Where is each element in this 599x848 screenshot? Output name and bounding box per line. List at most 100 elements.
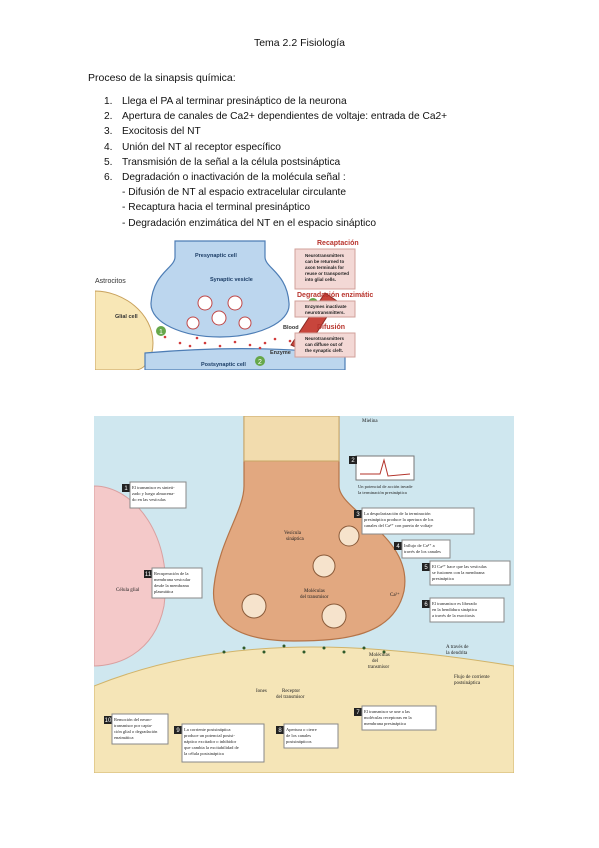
svg-text:se fusionen con la membrana: se fusionen con la membrana xyxy=(432,570,484,575)
substep-item: - Recaptura hacia el terminal presinápti… xyxy=(122,202,310,214)
svg-text:into glial cells.: into glial cells. xyxy=(305,277,336,282)
glial-cell-shape xyxy=(95,290,154,370)
blood-label: Blood xyxy=(283,325,299,331)
synaptic-vesicle xyxy=(338,525,360,547)
synaptic-vesicle xyxy=(312,554,336,578)
svg-text:Moléculas: Moléculas xyxy=(369,653,390,658)
svg-text:moléculas receptoras en la: moléculas receptoras en la xyxy=(364,715,412,720)
step-item: 4.Unión del NT al receptor específico xyxy=(104,141,281,153)
postsynaptic-label: Postsynaptic cell xyxy=(201,362,246,368)
svg-text:presináptica produce la apertu: presináptica produce la apertura de los xyxy=(364,517,434,522)
transmitter-dots xyxy=(222,644,386,654)
svg-text:do en las vesículas: do en las vesículas xyxy=(132,497,166,502)
synaptic-vesicle xyxy=(227,295,243,311)
astrocitos-label: Astrocitos xyxy=(95,278,126,285)
svg-text:zado y luego almacena-: zado y luego almacena- xyxy=(132,491,175,496)
svg-text:sináptica: sináptica xyxy=(286,537,305,542)
num-8: 8 xyxy=(278,728,282,734)
svg-text:del: del xyxy=(372,659,379,664)
svg-text:Moléculas: Moléculas xyxy=(304,589,325,594)
substep-item: - Degradación enzimática del NT en el es… xyxy=(122,217,377,229)
svg-text:axon terminals for: axon terminals for xyxy=(305,265,344,270)
num-7: 7 xyxy=(356,710,360,716)
svg-text:postsináptica: postsináptica xyxy=(454,681,481,686)
synaptic-vesicle xyxy=(186,316,200,330)
svg-text:la terminación presináptica: la terminación presináptica xyxy=(358,490,407,495)
svg-text:transmisor por capta-: transmisor por capta- xyxy=(114,723,153,728)
svg-text:desde la membrana: desde la membrana xyxy=(154,583,189,588)
svg-text:Recuperación de la: Recuperación de la xyxy=(154,571,188,576)
svg-text:Neurotransmitters: Neurotransmitters xyxy=(305,336,345,341)
presynaptic-terminal-shape xyxy=(150,240,290,338)
num-5: 5 xyxy=(424,565,428,571)
synaptic-vesicle xyxy=(321,603,347,629)
svg-text:a través de la exocitosis: a través de la exocitosis xyxy=(432,613,475,618)
svg-text:Apertura o cierre: Apertura o cierre xyxy=(286,727,317,732)
num-10: 10 xyxy=(105,718,112,724)
presynaptic-label: Presynaptic cell xyxy=(195,253,237,259)
svg-text:Un potencial de acción invade: Un potencial de acción invade xyxy=(358,484,412,489)
difusion-title: Difusión xyxy=(317,324,345,331)
chemical-synapse-figure: 1 2 3 4 5 6 7 8 9 10 11 El transmisor es… xyxy=(94,416,514,773)
svg-text:través de los canales: través de los canales xyxy=(404,549,441,554)
svg-text:membrana presináptica: membrana presináptica xyxy=(364,721,406,726)
enzyme-label: Enzyme xyxy=(270,350,291,356)
step-item: 2.Apertura de canales de Ca2+ dependient… xyxy=(104,111,448,123)
action-potential-box xyxy=(355,455,415,481)
svg-text:the synaptic cleft.: the synaptic cleft. xyxy=(305,348,343,353)
svg-text:Vesícula: Vesícula xyxy=(284,531,302,536)
glial-cell-shape xyxy=(94,485,166,667)
svg-text:A través de: A través de xyxy=(446,645,469,650)
synaptic-vesicle xyxy=(211,310,227,326)
num-6: 6 xyxy=(424,602,428,608)
svg-text:del transmisor: del transmisor xyxy=(300,595,329,600)
svg-text:Influjo de Ca²⁺ a: Influjo de Ca²⁺ a xyxy=(404,543,435,548)
recaptacion-title: Recaptación xyxy=(317,240,359,247)
difusion-box: Difusión Neurotransmitters can diffuse o… xyxy=(294,324,356,358)
synaptic-vesicle-label: Synaptic vesicle xyxy=(210,277,253,283)
iones-label: Iones xyxy=(256,689,267,694)
synapse-clearance-figure: 1 2 3 Presynaptic cell Synaptic vesicle … xyxy=(95,240,373,370)
step-item: 1.Llega el PA al terminar presináptico d… xyxy=(104,96,347,107)
substep-list: - Difusión de NT al espacio extracelular… xyxy=(104,185,447,231)
mielina-label: Mielina xyxy=(362,419,378,424)
num-2: 2 xyxy=(351,458,355,464)
svg-text:El transmisor es liberado: El transmisor es liberado xyxy=(432,601,478,606)
svg-text:la célula postsináptica: la célula postsináptica xyxy=(184,751,224,756)
svg-text:del transmisor: del transmisor xyxy=(276,695,305,700)
svg-text:postsinápticos: postsinápticos xyxy=(286,739,312,744)
intro-text: Proceso de la sinapsis química: xyxy=(88,72,236,84)
synaptic-vesicle xyxy=(197,295,213,311)
postsynaptic-dendrite-shape xyxy=(94,646,514,773)
badge-1-label: 1 xyxy=(159,329,163,336)
glial-cell-label: Glial cell xyxy=(115,314,138,320)
step-item: 6.Degradación o inactivación de la moléc… xyxy=(104,172,346,184)
svg-text:membrana vesicular: membrana vesicular xyxy=(154,577,191,582)
svg-text:Enzymes inactivate: Enzymes inactivate xyxy=(305,304,347,309)
svg-text:Receptor: Receptor xyxy=(282,689,300,694)
process-steps: 1.Llega el PA al terminar presináptico d… xyxy=(104,94,447,231)
svg-text:de los canales: de los canales xyxy=(286,733,311,738)
badge-2 xyxy=(255,356,265,366)
svg-text:Neurotransmitters: Neurotransmitters xyxy=(305,253,345,258)
page-title: Tema 2.2 Fisiología xyxy=(253,37,346,49)
action-potential-trace xyxy=(360,458,411,477)
substep-item: - Difusión de NT al espacio extracelular… xyxy=(122,187,347,199)
svg-text:produce un potencial postsi-: produce un potencial postsi- xyxy=(184,733,235,738)
recaptacion-box: Recaptación Neurotransmitters can be ret… xyxy=(294,240,359,290)
degradacion-title: Degradación enzimátic xyxy=(297,292,373,299)
svg-text:náptico excitador o inhibidor: náptico excitador o inhibidor xyxy=(184,739,237,744)
num-3: 3 xyxy=(356,512,360,518)
step-item: 3.Exocitosis del NT xyxy=(104,126,201,138)
svg-text:El transmisor se une a las: El transmisor se une a las xyxy=(364,709,410,714)
step-badges xyxy=(104,456,430,734)
num-11: 11 xyxy=(145,572,152,578)
synaptic-vesicle xyxy=(241,593,267,619)
svg-text:La despolarización de la termi: La despolarización de la terminación xyxy=(364,511,431,516)
svg-text:transmisor: transmisor xyxy=(368,665,389,670)
svg-text:can diffuse out of: can diffuse out of xyxy=(305,342,343,347)
step-item: 5.Transmisión de la señal a la célula po… xyxy=(104,156,341,168)
svg-text:reuse or transported: reuse or transported xyxy=(305,271,349,276)
svg-text:Flujo de corriente: Flujo de corriente xyxy=(454,675,490,680)
svg-text:Remoción del neuro-: Remoción del neuro- xyxy=(114,717,152,722)
